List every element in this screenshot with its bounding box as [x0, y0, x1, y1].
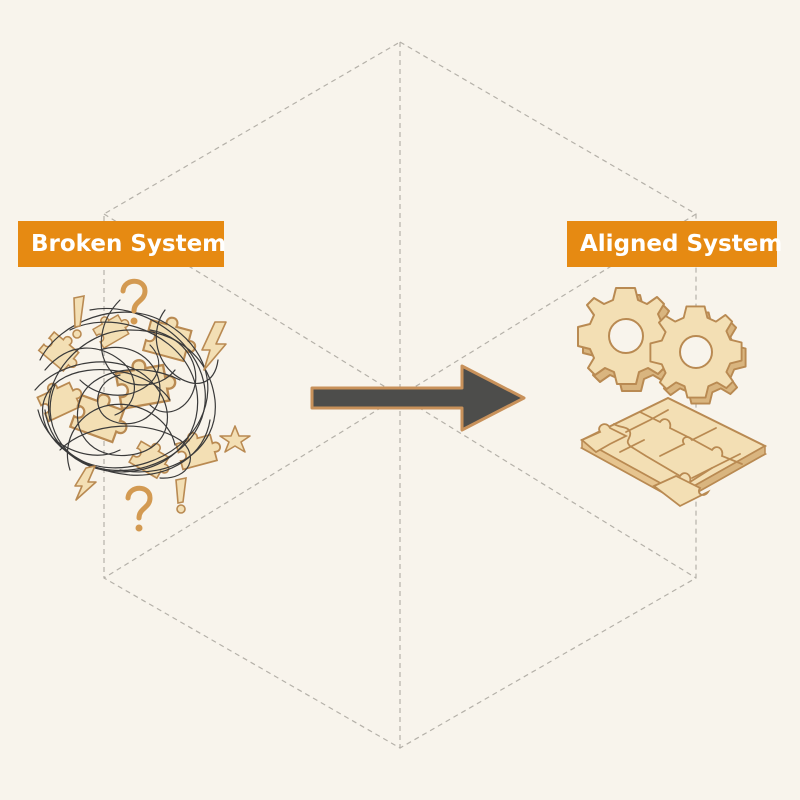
aligned-system-label: Aligned System — [567, 221, 782, 267]
broken-system-label: Broken System — [18, 221, 226, 267]
assembled-puzzle-icon — [579, 396, 768, 508]
tangled-chaos-icon — [33, 278, 251, 532]
gears-icon — [577, 287, 747, 405]
right-arrow-icon — [310, 364, 526, 432]
